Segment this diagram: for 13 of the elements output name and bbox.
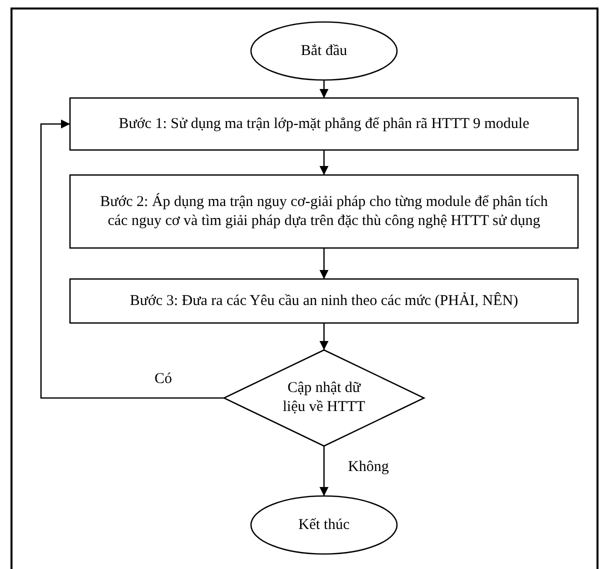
- arrow: [40, 120, 224, 399]
- arrow: [320, 446, 328, 496]
- node-text: Bước 2: Áp dụng ma trận nguy cơ-giải pháp cho từng module để phân tích các nguy cơ và tìm giải pháp dựa trên đặc thù công nghệ HTTT sử dụng: [99, 192, 549, 230]
- arrow: [320, 248, 328, 279]
- arrow: [320, 323, 328, 350]
- node-text: Kết thúc: [298, 516, 350, 534]
- node-text: Bắt đầu: [300, 42, 348, 60]
- node-text: Bước 3: Đưa ra các Yêu cầu an ninh theo các mức (PHẢI, NÊN): [130, 292, 518, 310]
- arrow: [320, 80, 328, 98]
- node-text: Cập nhật dữ liệu về HTTT: [282, 379, 366, 417]
- node-text: Bước 1: Sử dụng ma trận lớp-mặt phẳng để phân rã HTTT 9 module: [118, 114, 530, 134]
- arrow: [320, 150, 328, 175]
- edge-label: Không: [346, 459, 391, 476]
